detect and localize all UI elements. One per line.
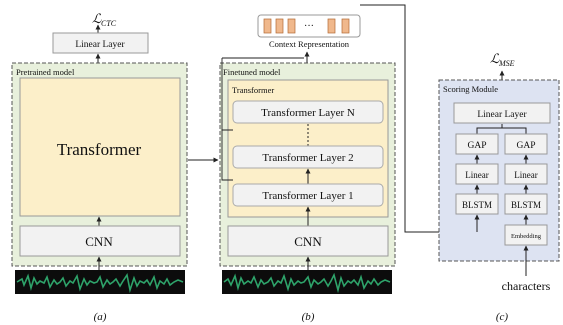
cnn-label-b: CNN bbox=[294, 234, 322, 249]
context-representation-label: Context Representation bbox=[269, 39, 350, 49]
ctc-loss-label: ℒ bbox=[92, 11, 102, 26]
ctc-loss-subscript: CTC bbox=[101, 19, 117, 28]
transformer-container-label: Transformer bbox=[232, 85, 274, 95]
caption-c: (c) bbox=[496, 311, 509, 323]
caption-b: (b) bbox=[302, 311, 315, 323]
transformer-label: Transformer bbox=[57, 140, 142, 159]
caption-a: (a) bbox=[94, 311, 107, 323]
cnn-box bbox=[19, 225, 181, 257]
scoring-linear-layer-box bbox=[453, 102, 551, 124]
panel-c: ℒ MSE Scoring Module Linear Layer GAP Li… bbox=[438, 51, 560, 323]
transformer-layer-1-box bbox=[232, 183, 384, 207]
layer-tap-lines bbox=[221, 58, 233, 181]
embedding-box bbox=[504, 224, 548, 246]
cnn-label: CNN bbox=[85, 234, 113, 249]
cnn-box-b bbox=[227, 225, 389, 257]
gap-label-left: GAP bbox=[467, 141, 486, 151]
linear-label-left: Linear bbox=[465, 170, 488, 180]
waveform-a bbox=[15, 270, 185, 294]
finetuned-model-label: Finetuned model bbox=[223, 67, 281, 77]
transformer-layer-2-box bbox=[232, 145, 384, 169]
panel-b: ··· Context Representation Finetuned mod… bbox=[219, 14, 396, 323]
blstm-box-left bbox=[455, 193, 499, 215]
pretrained-model-label: Pretrained model bbox=[16, 67, 75, 77]
characters-label: characters bbox=[502, 279, 551, 293]
transformer-layer-n-label: Transformer Layer N bbox=[261, 107, 355, 119]
gap-label-right: GAP bbox=[516, 141, 535, 151]
context-vector-5 bbox=[341, 18, 350, 34]
context-vector-4 bbox=[327, 18, 336, 34]
scoring-linear-layer-label: Linear Layer bbox=[477, 110, 527, 120]
mse-loss-subscript: MSE bbox=[498, 59, 515, 68]
transformer-layer-1-label: Transformer Layer 1 bbox=[262, 190, 353, 202]
panel-a: ℒ CTC Linear Layer Pretrained model Tran… bbox=[11, 11, 188, 323]
context-vector-1 bbox=[263, 18, 272, 34]
blstm-label-right: BLSTM bbox=[511, 200, 541, 210]
context-vector-3 bbox=[287, 18, 296, 34]
linear-layer-box bbox=[52, 32, 149, 54]
gap-box-left bbox=[455, 133, 499, 155]
transformer-layer-2-label: Transformer Layer 2 bbox=[262, 152, 353, 164]
context-ellipsis: ··· bbox=[304, 21, 314, 32]
waveform-b bbox=[222, 270, 392, 294]
gap-merge-lines bbox=[476, 124, 527, 134]
gap-box-right bbox=[504, 133, 548, 155]
blstm-label-left: BLSTM bbox=[462, 200, 492, 210]
context-vector-2 bbox=[275, 18, 284, 34]
embedding-label: Embedding bbox=[511, 233, 542, 240]
transformer-layer-n-box bbox=[232, 100, 384, 124]
linear-label-right: Linear bbox=[514, 170, 537, 180]
mse-loss-label: ℒ bbox=[490, 51, 500, 66]
connector-context-to-scoring bbox=[360, 4, 455, 233]
linear-box-left bbox=[455, 163, 499, 185]
scoring-module-label: Scoring Module bbox=[443, 84, 498, 94]
blstm-box-right bbox=[504, 193, 548, 215]
linear-box-right bbox=[504, 163, 548, 185]
transformer-box bbox=[19, 77, 181, 217]
linear-layer-label: Linear Layer bbox=[75, 40, 125, 50]
